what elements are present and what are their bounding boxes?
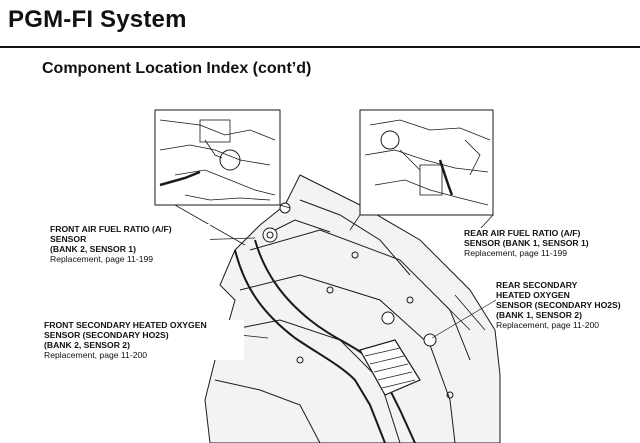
inset-rear-sensor: [359, 109, 494, 216]
callout-name-line: SENSOR (SECONDARY HO2S): [496, 300, 621, 310]
callout-name-line: HEATED OXYGEN: [496, 290, 570, 300]
inset-front-sensor: [154, 109, 281, 206]
callout-name-line: REAR AIR FUEL RATIO (A/F): [464, 228, 581, 238]
callout-name-line: (BANK 2, SENSOR 1): [50, 244, 136, 254]
callout-name-line: SENSOR: [50, 234, 87, 244]
callout-rear-af-sensor: REAR AIR FUEL RATIO (A/F) SENSOR (BANK 1…: [464, 228, 634, 258]
callout-front-af-sensor: FRONT AIR FUEL RATIO (A/F) SENSOR (BANK …: [50, 224, 210, 264]
section-subtitle: Component Location Index (cont’d): [42, 60, 312, 77]
callout-replacement: Replacement, page 11-200: [496, 320, 600, 330]
callout-front-secondary-ho2s: FRONT SECONDARY HEATED OXYGEN SENSOR (SE…: [44, 320, 244, 360]
callout-rear-secondary-ho2s: REAR SECONDARY HEATED OXYGEN SENSOR (SEC…: [496, 280, 636, 330]
title-rule: [0, 46, 640, 48]
callout-replacement: Replacement, page 11-199: [50, 254, 154, 264]
callout-name-line: (BANK 1, SENSOR 2): [496, 310, 582, 320]
callout-name-line: SENSOR (SECONDARY HO2S): [44, 330, 169, 340]
callout-name-line: FRONT AIR FUEL RATIO (A/F): [50, 224, 172, 234]
callout-replacement: Replacement, page 11-200: [44, 350, 148, 360]
callout-name-line: SENSOR (BANK 1, SENSOR 1): [464, 238, 589, 248]
callout-name-line: (BANK 2, SENSOR 2): [44, 340, 130, 350]
callout-name-line: REAR SECONDARY: [496, 280, 578, 290]
page-title: PGM-FI System: [8, 6, 187, 33]
callout-replacement: Replacement, page 11-199: [464, 248, 568, 258]
callout-name-line: FRONT SECONDARY HEATED OXYGEN: [44, 320, 207, 330]
